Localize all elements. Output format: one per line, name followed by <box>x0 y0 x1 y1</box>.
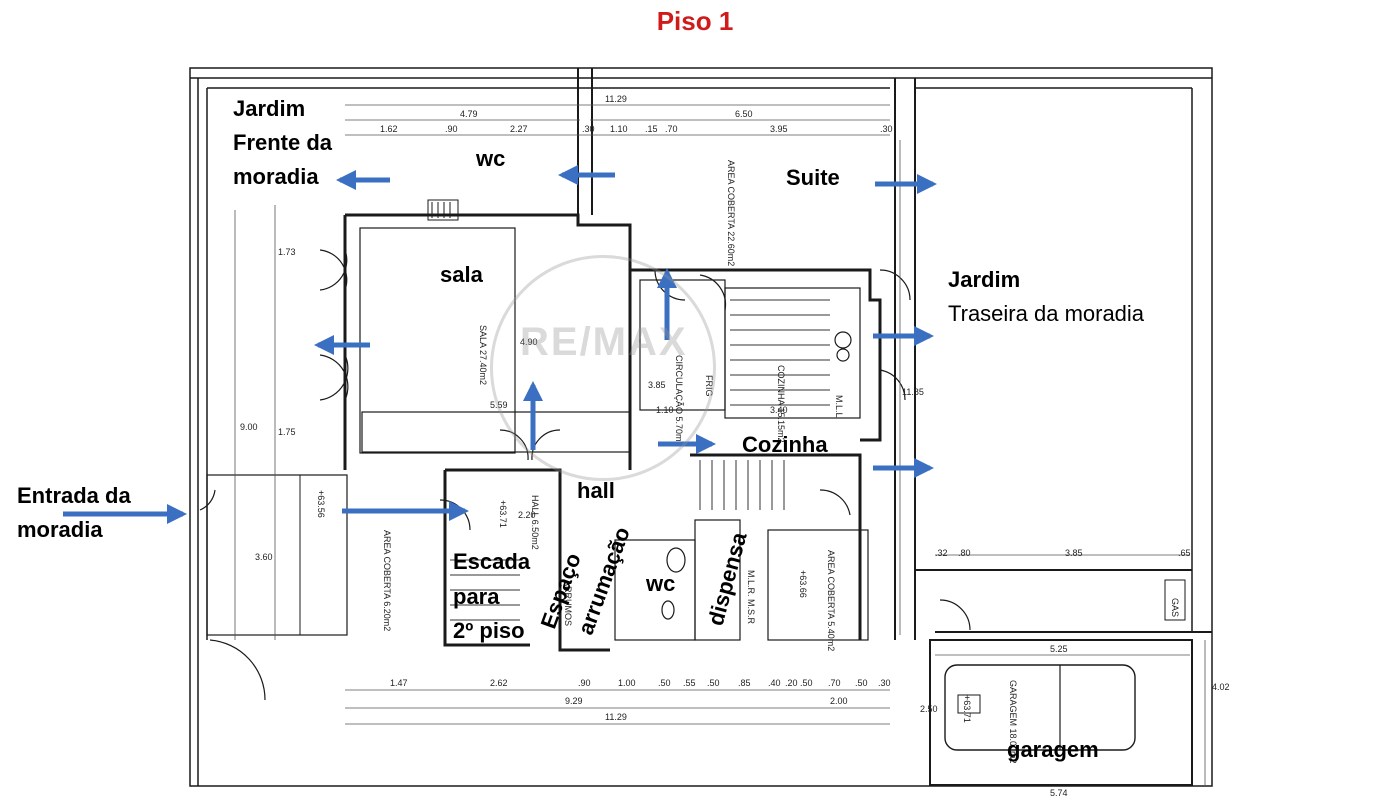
dimension-label: .30 <box>582 124 595 134</box>
room-note: M.L.R. M.S.R <box>746 570 756 625</box>
label-entrada: Entrada da <box>17 483 131 508</box>
dimension-labels: 11.29 4.79 6.50 1.62 .90 2.27 .30 1.10 .… <box>240 94 1230 798</box>
room-note: M.L.L <box>834 395 844 418</box>
dimension-label: 6.50 <box>735 109 753 119</box>
room-note: +63.56 <box>316 490 326 518</box>
label-garagem: garagem <box>1007 737 1099 762</box>
dimension-label: 4.02 <box>1212 682 1230 692</box>
dimension-label: .50 <box>800 678 813 688</box>
dimension-label: .50 <box>707 678 720 688</box>
dimension-label: 3.85 <box>1065 548 1083 558</box>
label-escada-2: para <box>453 584 500 609</box>
label-jardim-frente: Jardim <box>233 96 306 121</box>
watermark-circle <box>490 255 716 481</box>
label-jardim-frente-3: moradia <box>233 164 319 189</box>
watermark-text: RE/MAX <box>520 320 688 364</box>
label-escada: Escada <box>453 549 531 574</box>
floor-plan-drawing: 11.29 4.79 6.50 1.62 .90 2.27 .30 1.10 .… <box>63 67 1230 798</box>
room-note: AREA COBERTA 22.60m2 <box>726 160 736 266</box>
dimension-label: 9.29 <box>565 696 583 706</box>
label-jardim-frente-2: Frente da <box>233 130 333 155</box>
dimension-label: 1.62 <box>380 124 398 134</box>
dimension-label: .70 <box>665 124 678 134</box>
label-entrada-2: moradia <box>17 517 103 542</box>
room-note: ARRUMOS <box>563 580 573 626</box>
dimension-label: 1.00 <box>618 678 636 688</box>
dimension-label: 2.50 <box>920 704 938 714</box>
dimension-label: 1.10 <box>610 124 628 134</box>
dimension-label: .30 <box>878 678 891 688</box>
dimension-label: 5.74 <box>1050 788 1068 798</box>
dimension-label: .15 <box>645 124 658 134</box>
dimension-label: .50 <box>658 678 671 688</box>
room-note: GARAGEM 18.00m2 <box>1008 680 1018 764</box>
dimension-label: 2.20 <box>518 510 536 520</box>
label-sala: sala <box>440 262 483 287</box>
dimension-label: 9.00 <box>240 422 258 432</box>
label-jardim-traseira: Jardim <box>948 267 1021 292</box>
dimension-label: 3.60 <box>255 552 273 562</box>
label-hall: hall <box>577 478 615 503</box>
label-escada-3: 2º piso <box>453 618 525 643</box>
dimension-label: 2.62 <box>490 678 508 688</box>
room-note: SALA 27.40m2 <box>478 325 488 385</box>
label-wc-bottom: wc <box>646 571 676 596</box>
dimension-label: 3.95 <box>770 124 788 134</box>
dimension-label: 11.85 <box>902 387 924 397</box>
room-note: +63.71 <box>498 500 508 528</box>
stairs <box>450 299 830 621</box>
label-jardim-traseira-2: Traseira da moradia <box>948 301 1145 326</box>
dimension-label: .90 <box>578 678 591 688</box>
dimension-label: .30 <box>880 124 893 134</box>
dimension-label: 11.29 <box>605 712 627 722</box>
dimension-label: .90 <box>445 124 458 134</box>
label-wc-top: wc <box>476 146 506 171</box>
dimension-label: 4.79 <box>460 109 478 119</box>
label-cozinha: Cozinha <box>742 432 828 457</box>
label-suite: Suite <box>786 165 840 190</box>
dimension-lines <box>234 104 1206 785</box>
room-note: +63.71 <box>962 695 972 723</box>
room-note: GAS <box>1170 598 1180 617</box>
dimension-label: 11.29 <box>605 94 627 104</box>
dimension-label: 1.75 <box>278 427 296 437</box>
outer-walls <box>189 67 1213 787</box>
dimension-label: .85 <box>738 678 751 688</box>
garage <box>915 569 1212 786</box>
dimension-label: 3.40 <box>770 405 788 415</box>
dimension-label: .50 <box>855 678 868 688</box>
room-note: +63.66 <box>798 570 808 598</box>
room-note: AREA COBERTA 5.40m2 <box>826 550 836 651</box>
dimension-label: 1.47 <box>390 678 408 688</box>
room-note: AREA COBERTA 6.20m2 <box>382 530 392 631</box>
dimension-label: 2.00 <box>830 696 848 706</box>
dimension-label: .20 <box>785 678 798 688</box>
dimension-label: .40 <box>768 678 781 688</box>
dimension-label: .70 <box>828 678 841 688</box>
dimension-label: 1.73 <box>278 247 296 257</box>
dimension-label: 2.27 <box>510 124 528 134</box>
dimension-label: .55 <box>683 678 696 688</box>
page-title: Piso 1 <box>656 6 734 36</box>
dimension-label: 5.25 <box>1050 644 1068 654</box>
dimension-label: .65 <box>1178 548 1191 558</box>
dimension-label: .80 <box>958 548 971 558</box>
room-note: HALL 6.50m2 <box>530 495 540 550</box>
room-note: COZINHA 15.15m2 <box>776 365 786 443</box>
dimension-label: .32 <box>935 548 948 558</box>
